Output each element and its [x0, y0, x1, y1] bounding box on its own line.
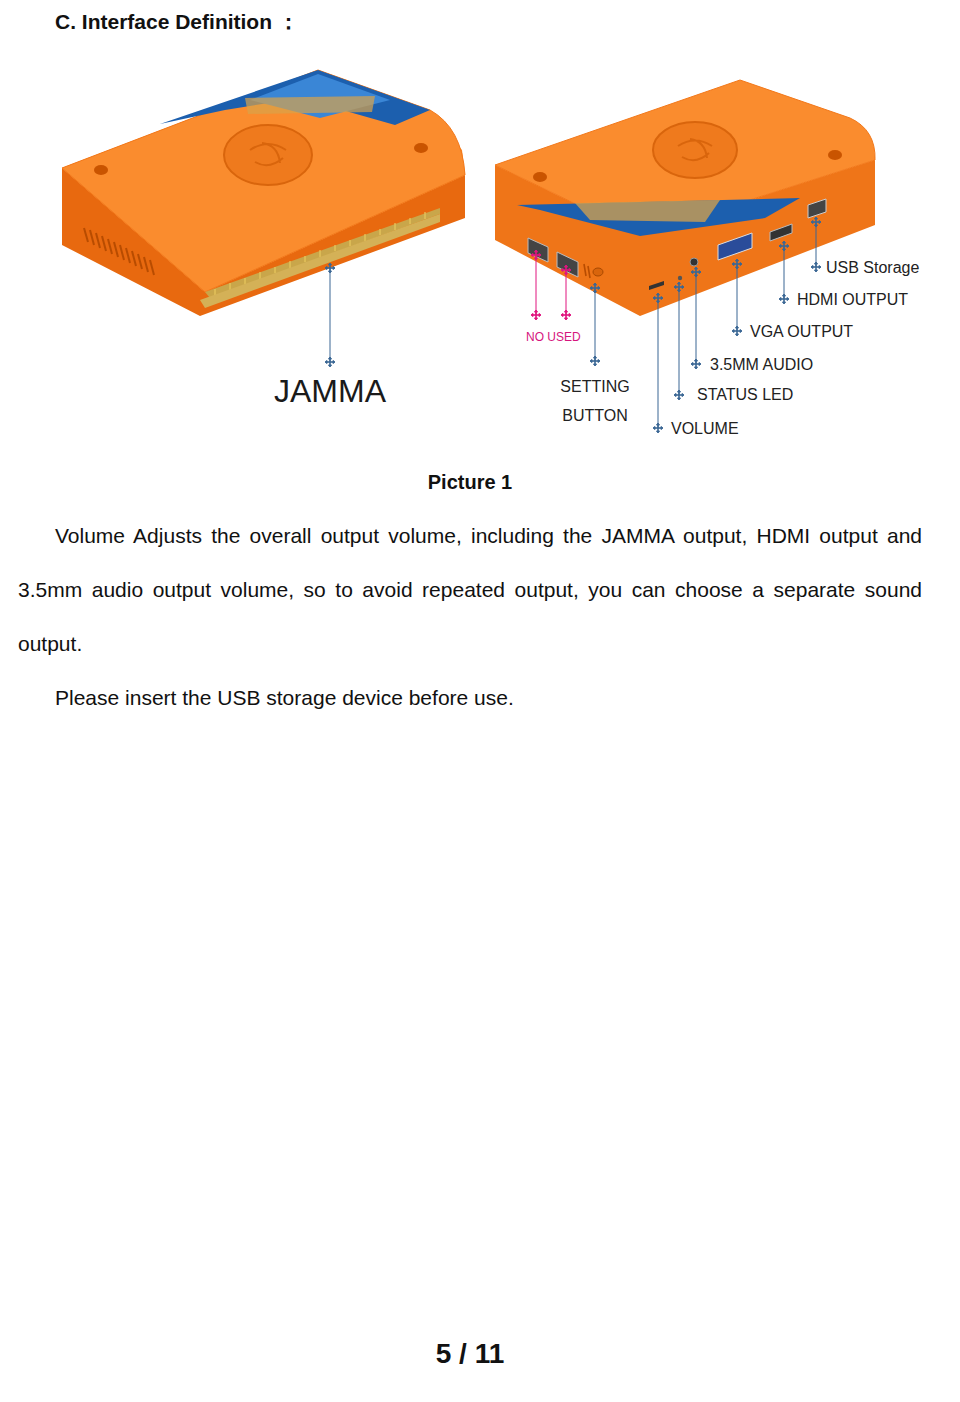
part-label: HDMI OUTPUT — [797, 291, 908, 309]
part-label: STATUS LED — [697, 386, 793, 404]
unused-leader-lines — [531, 250, 571, 320]
part-label: NO USED — [526, 330, 581, 344]
body-paragraph: Please insert the USB storage device bef… — [18, 671, 922, 725]
part-label: SETTING BUTTON — [547, 372, 643, 430]
part-label: VOLUME — [671, 420, 739, 438]
part-label: 3.5MM AUDIO — [710, 356, 813, 374]
game-board-right — [495, 80, 875, 316]
part-label: VGA OUTPUT — [750, 323, 853, 341]
page-number: 5 / 11 — [436, 1338, 505, 1370]
leader-lines — [325, 217, 821, 433]
body-paragraph: Volume Adjusts the overall output volume… — [18, 509, 922, 671]
part-label: JAMMA — [274, 373, 386, 410]
figure-caption: Picture 1 — [428, 471, 512, 494]
section-title: C. Interface Definition ： — [55, 8, 299, 36]
part-label: USB Storage — [826, 259, 919, 277]
game-board-left — [62, 70, 465, 316]
